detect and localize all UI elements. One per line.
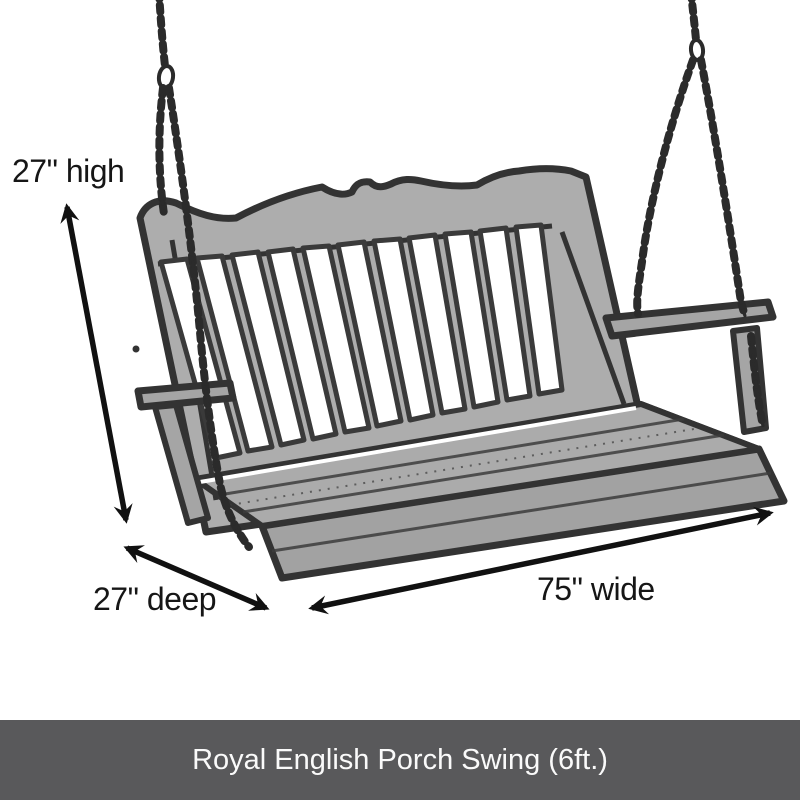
dimension-arrows (60, 203, 774, 615)
left-arm-support (152, 402, 211, 526)
slat-gap (442, 229, 501, 410)
hanging-chains (158, 0, 763, 547)
seat-back-gap-highlight (199, 406, 637, 484)
width-dimension-label: 75" wide (537, 571, 655, 607)
height-dimension-label: 27" high (12, 153, 125, 189)
product-title: Royal English Porch Swing (6ft.) (192, 743, 608, 776)
width-dimension-arrow (308, 506, 774, 615)
slat-gap (265, 246, 339, 442)
left-armrest (134, 379, 237, 526)
caption-bar: Royal English Porch Swing (6ft.) (0, 720, 800, 800)
slat-gap (406, 232, 468, 416)
right-chain-assembly (637, 0, 763, 426)
seat-board-line (218, 417, 685, 497)
slat-gap (477, 225, 533, 403)
left-post-bolt (132, 345, 140, 353)
slat-gap (300, 243, 372, 435)
slat-gap (371, 236, 436, 423)
seat-texture-line (229, 427, 701, 506)
slat-gap (229, 249, 307, 448)
swing-back-panel (132, 165, 645, 536)
seat-board-line (242, 433, 725, 514)
right-post-inner-line (559, 231, 627, 405)
right-arm-board (602, 298, 777, 340)
back-slat-gaps (158, 222, 565, 461)
slat-gap (513, 222, 565, 397)
height-dimension-arrow (60, 203, 133, 524)
seat-top-surface (192, 401, 762, 529)
left-chain-assembly (158, 0, 249, 547)
depth-dimension-label: 27" deep (93, 581, 217, 617)
depth-dimension-arrow (123, 545, 270, 611)
slat-gap (335, 239, 404, 429)
